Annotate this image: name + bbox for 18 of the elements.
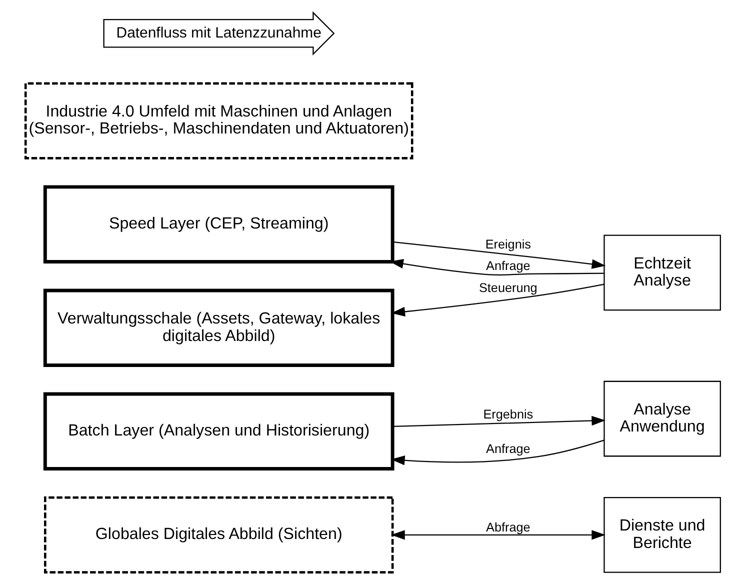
arrow — [392, 241, 606, 269]
edge-label: Ergebnis — [482, 408, 533, 422]
node-box: Dienste und Berichte — [603, 496, 720, 573]
node-box: Analyse Anwendung — [603, 380, 720, 457]
edge-label: Anfrage — [486, 442, 530, 456]
edge-label: Ereignis — [484, 237, 530, 252]
node-box: Verwaltungsschale (Assets, Gateway, lokales digitales Abbild) — [42, 288, 394, 367]
node-box: Industrie 4.0 Umfeld mit Maschinen und Anlagen (Sensor-, Betriebs-, Maschinendaten und Aktuatoren) — [24, 82, 413, 160]
arrow — [392, 416, 605, 428]
edge-label: Steuerung — [478, 280, 537, 295]
edge-label: Abfrage — [486, 520, 530, 534]
node-box: Echtzeit Analyse — [603, 234, 720, 311]
edge-label: Anfrage — [486, 259, 530, 274]
arrow — [390, 530, 605, 540]
node-box: Speed Layer (CEP, Streaming) — [42, 185, 394, 264]
node-box: Batch Layer (Analysen und Historisierung) — [42, 392, 394, 471]
node-box: Globales Digitales Abbild (Sichten) — [44, 496, 394, 574]
label: Datenfluss mit Latenzzunahme — [116, 24, 321, 42]
